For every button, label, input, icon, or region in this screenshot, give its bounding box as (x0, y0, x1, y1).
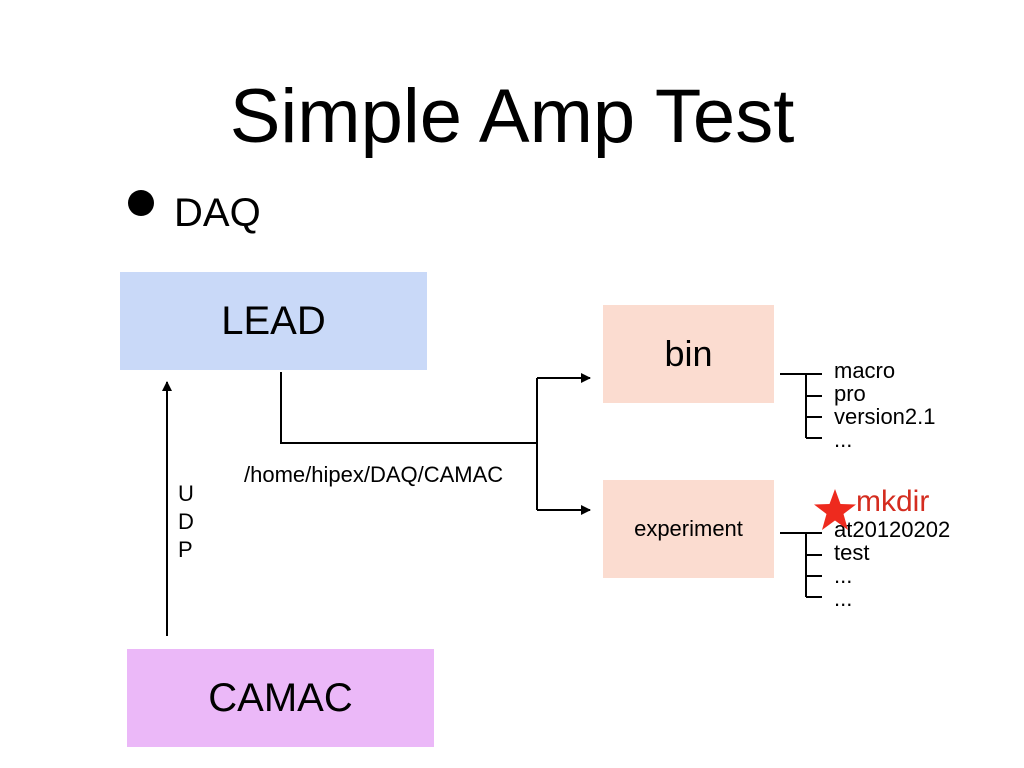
lead-node: LEAD (120, 272, 427, 370)
slide-title: Simple Amp Test (229, 74, 795, 159)
bullet-text: DAQ (174, 191, 261, 235)
experiment-child-item: ... (834, 586, 853, 611)
bin-child-item: ... (834, 427, 853, 452)
udp-letter: D (178, 509, 194, 534)
experiment-child-item: test (834, 540, 870, 565)
udp-letter: P (178, 537, 193, 562)
bin-child-item: version2.1 (834, 404, 936, 429)
experiment-child-item: ... (834, 563, 853, 588)
mkdir-annotation: mkdir (856, 485, 930, 518)
camac-node: CAMAC (127, 649, 434, 747)
experiment-label: experiment (634, 516, 743, 541)
experiment-folder-node: experiment (603, 480, 774, 578)
experiment-child-item: at20120202 (834, 517, 951, 542)
star-icon (814, 489, 856, 530)
bin-child-item: pro (834, 381, 866, 406)
bin-folder-node: bin (603, 305, 774, 403)
udp-letter: U (178, 481, 194, 506)
bullet-dot-icon (128, 190, 154, 216)
lead-connector (280, 372, 537, 444)
path-label: /home/hipex/DAQ/CAMAC (244, 462, 504, 487)
lead-label: LEAD (221, 298, 326, 343)
bin-child-item: macro (834, 358, 896, 383)
bin-label: bin (664, 333, 713, 374)
camac-label: CAMAC (208, 675, 353, 720)
